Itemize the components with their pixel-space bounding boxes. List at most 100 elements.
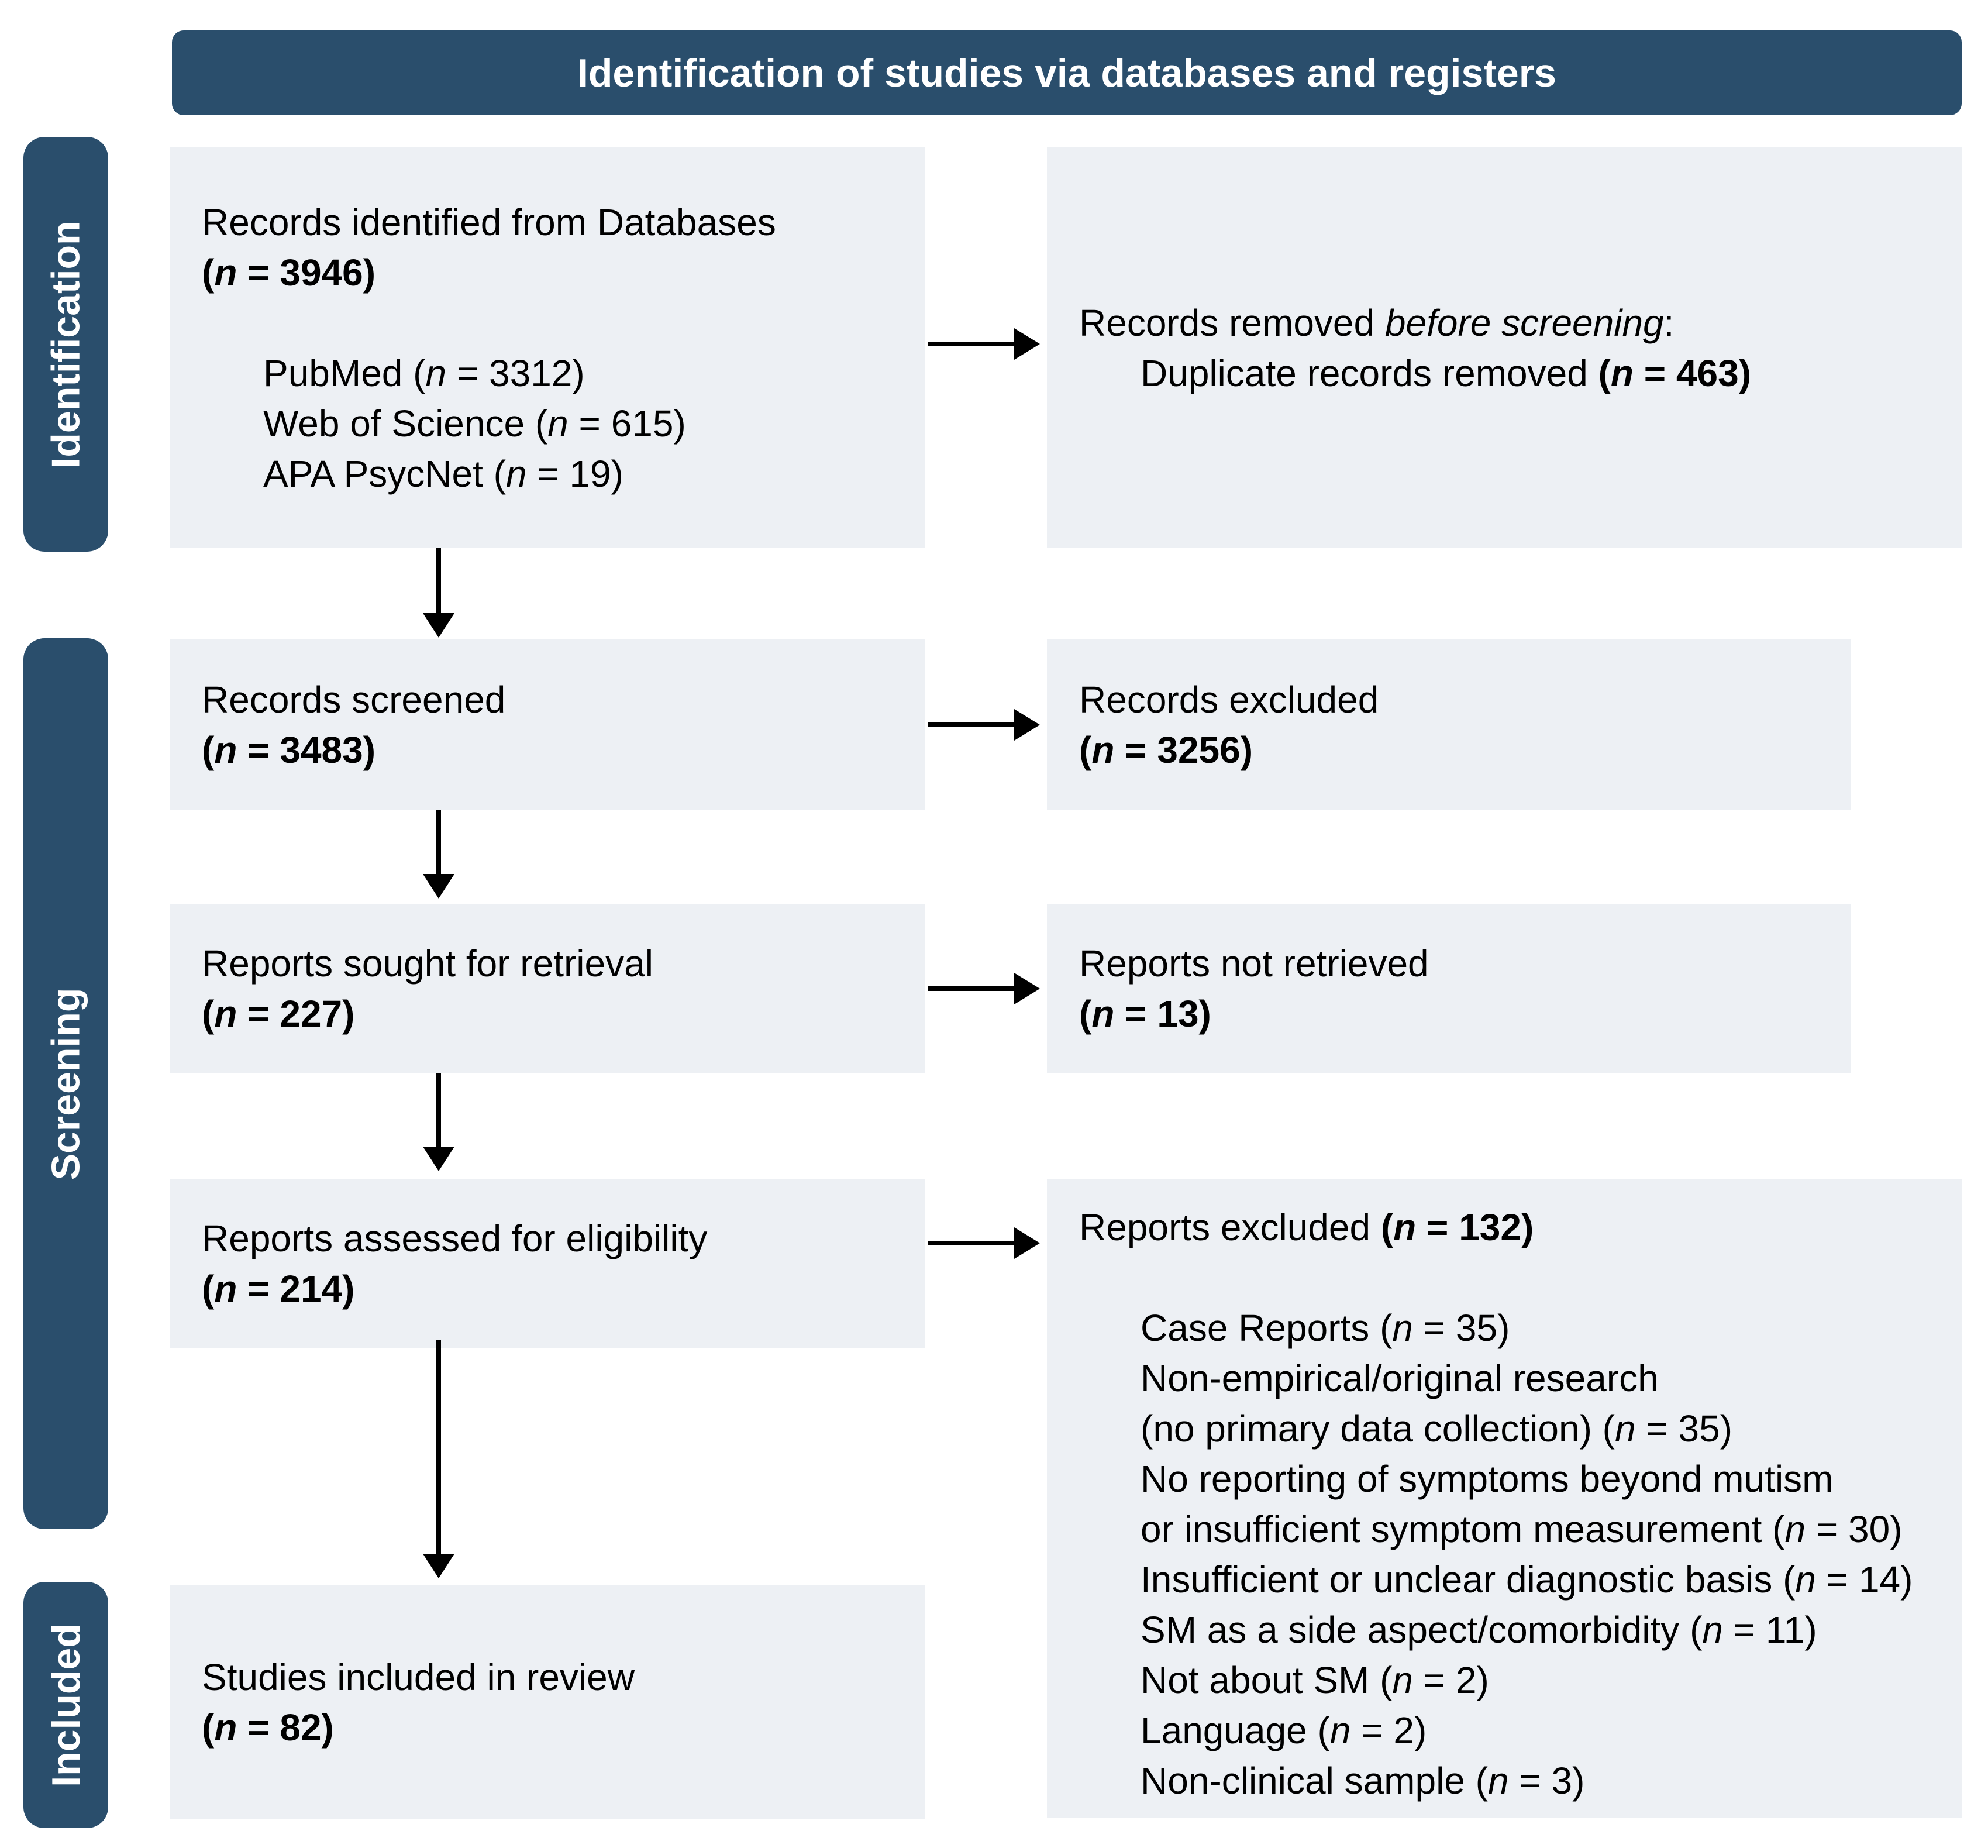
diagram-title: Identification of studies via databases … [577,50,1557,95]
text-segment: Not about SM ( [1141,1659,1393,1701]
text-segment: Records identified from Databases [202,201,776,243]
text-segment: n [1392,1659,1413,1701]
text-segment: = 2) [1350,1709,1427,1751]
text-segment: SM as a side aspect/comorbidity ( [1141,1609,1703,1651]
text-segment: n [1610,352,1634,394]
text-segment: n [1614,1407,1636,1450]
text-segment: (no primary data collection) ( [1141,1407,1615,1450]
text-line: (n = 227) [202,989,908,1039]
arrow-right-icon [1014,1227,1040,1259]
box-records-removed: Records removed before screening:Duplica… [1047,147,1962,548]
text-line: (no primary data collection) (n = 35) [1079,1403,1945,1454]
text-segment: Records screened [202,679,506,721]
text-line: Language (n = 2) [1079,1705,1945,1756]
text-segment: = 2) [1413,1659,1489,1701]
text-segment: ( [202,1706,215,1749]
text-segment: = 11) [1722,1609,1817,1651]
text-segment: ( [202,251,215,294]
text-line: Web of Science (n = 615) [202,398,908,449]
text-line: Case Reports (n = 35) [1079,1303,1945,1353]
text-line: (n = 13) [1079,989,1834,1039]
text-segment: n [1487,1760,1509,1802]
text-segment: = 14) [1816,1558,1913,1601]
text-segment: Reports sought for retrieval [202,942,653,985]
box-studies-included: Studies included in review(n = 82) [170,1585,925,1819]
text-segment: n [1702,1609,1723,1651]
text-line: No reporting of symptoms beyond mutism [1079,1454,1945,1504]
box-reports-assessed: Reports assessed for eligibility (n = 214… [170,1179,925,1348]
box-reports-sought: Reports sought for retrieval(n = 227) [170,904,925,1073]
text-line: PubMed (n = 3312) [202,348,908,398]
text-line [202,298,908,348]
text-segment: = 3483) [237,729,376,771]
text-line: APA PsycNet (n = 19) [202,449,908,499]
box-records-screened: Records screened(n = 3483) [170,639,925,810]
text-line: Records removed before screening: [1079,298,1945,348]
text-segment: = 3) [1508,1760,1585,1802]
text-line: (n = 3256) [1079,725,1834,775]
text-line [1079,1252,1945,1303]
text-segment: Reports assessed for eligibility [202,1217,708,1259]
arrow-down-icon [423,613,454,638]
text-segment: n [1393,1206,1417,1248]
text-line: Non-empirical/original research [1079,1353,1945,1403]
text-line: (n = 214) [202,1264,908,1314]
text-line: Duplicate records removed (n = 463) [1079,348,1945,398]
text-line: (n = 82) [202,1702,908,1753]
text-segment: Web of Science ( [263,402,548,445]
text-segment: n [214,993,237,1035]
text-line: Not about SM (n = 2) [1079,1655,1945,1705]
stage-bar-screening: Screening [23,638,108,1529]
arrow-sought-to-assessed-line [436,1073,441,1148]
text-segment: n [214,1268,237,1310]
arrow-down-icon [423,1147,454,1171]
text-segment: ( [1380,1206,1394,1248]
text-segment: Case Reports ( [1141,1307,1393,1349]
text-line: SM as a side aspect/comorbidity (n = 11) [1079,1605,1945,1655]
text-segment: = 30) [1806,1508,1903,1550]
text-segment: = 227) [237,993,355,1035]
arrow-right-icon [1014,709,1040,741]
text-segment: ( [202,993,215,1035]
text-segment: n [1392,1307,1413,1349]
text-line: Insufficient or unclear diagnostic basis… [1079,1554,1945,1605]
text-segment: Non-clinical sample ( [1141,1760,1488,1802]
text-line: (n = 3483) [202,725,908,775]
text-segment: Non-empirical/original research [1141,1357,1659,1399]
text-segment: = 19) [526,452,623,495]
arrow-assessed-to-included-line [436,1340,441,1555]
text-line: Reports sought for retrieval [202,938,908,989]
text-segment: : [1663,301,1675,344]
stage-bar-identification: Identification [23,137,108,552]
text-segment: = 35) [1635,1407,1732,1450]
text-segment: n [425,352,447,394]
arrow-right-icon [1014,328,1040,360]
text-segment: n [505,452,527,495]
text-line: Reports not retrieved [1079,938,1834,989]
text-line: Non-clinical sample (n = 3) [1079,1756,1945,1806]
stage-label-included: Included [43,1623,88,1787]
text-segment: or insufficient symptom measurement ( [1141,1508,1785,1550]
arrow-identified-to-removed-line [928,342,1015,346]
box-records-identified: Records identified from Databases(n = 39… [170,147,925,548]
text-line: or insufficient symptom measurement (n =… [1079,1504,1945,1554]
text-segment: = 132) [1416,1206,1534,1248]
diagram-title-banner: Identification of studies via databases … [172,30,1962,115]
stage-bar-included: Included [23,1582,108,1828]
arrow-sought-to-not-retrieved-line [928,986,1015,991]
text-segment: Records removed [1079,301,1385,344]
text-segment: Insufficient or unclear diagnostic basis… [1141,1558,1796,1601]
stage-label-identification: Identification [43,220,88,469]
box-reports-not-retrieved: Reports not retrieved(n = 13) [1047,904,1851,1073]
text-segment: before screening [1384,301,1664,344]
text-segment: Reports excluded [1079,1206,1381,1248]
text-segment: = 615) [568,402,686,445]
text-segment: = 13) [1114,993,1211,1035]
text-segment: No reporting of symptoms beyond mutism [1141,1458,1834,1500]
text-segment: ( [1598,352,1611,394]
text-segment: n [1329,1709,1351,1751]
text-line: (n = 3946) [202,247,908,298]
text-segment: = 35) [1412,1307,1510,1349]
text-line: Studies included in review [202,1652,908,1702]
